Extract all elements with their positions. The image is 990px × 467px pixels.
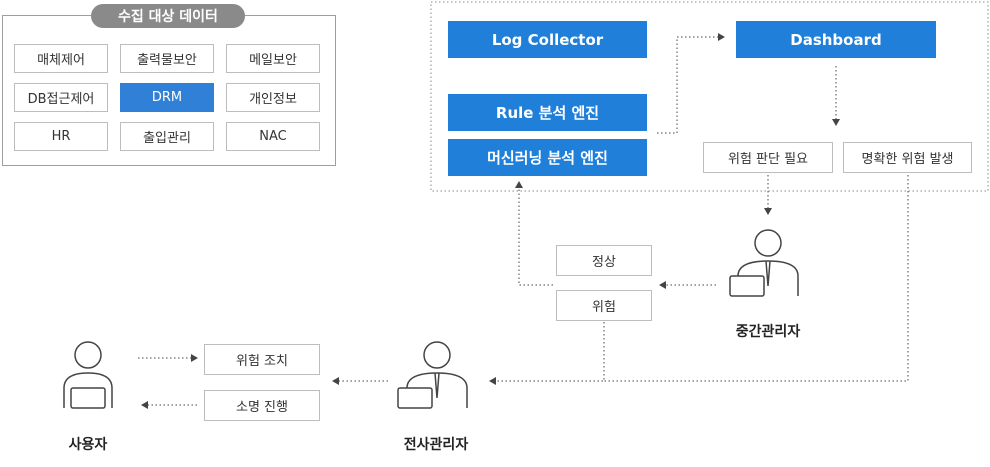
collect-item: 출력물보안 <box>120 44 214 73</box>
explain-box: 소명 진행 <box>204 390 320 421</box>
arrow-engine-dashboard <box>657 33 725 134</box>
risk-box: 위험 <box>556 290 652 321</box>
collect-item-selected: DRM <box>120 83 214 112</box>
arrow-clear-company <box>604 175 909 382</box>
collect-item: 매체제어 <box>14 44 108 73</box>
dashboard-box: Dashboard <box>736 21 936 58</box>
collect-item: 출입관리 <box>120 122 214 151</box>
rule-engine-box: Rule 분석 엔진 <box>448 94 647 131</box>
normal-box: 정상 <box>556 245 652 276</box>
ml-engine-box: 머신러닝 분석 엔진 <box>448 139 647 176</box>
collect-item: 메일보안 <box>226 44 320 73</box>
log-collector-box: Log Collector <box>448 21 647 58</box>
collect-item: HR <box>14 122 108 151</box>
middle-manager-label: 중간관리자 <box>735 324 801 340</box>
arrow-normal-ml <box>515 181 553 286</box>
company-manager-label: 전사관리자 <box>403 437 469 453</box>
clear-risk-box: 명확한 위험 발생 <box>843 142 972 173</box>
user-label: 사용자 <box>68 437 108 453</box>
middle-manager-person-icon <box>729 229 799 297</box>
collect-panel-title: 수집 대상 데이터 <box>91 4 245 28</box>
company-manager-person-icon <box>397 341 468 409</box>
risk-action-box: 위험 조치 <box>204 344 320 375</box>
collect-item: NAC <box>226 122 320 151</box>
collect-item: 개인정보 <box>226 83 320 112</box>
collect-item: DB접근제어 <box>14 83 108 112</box>
need-judgement-box: 위험 판단 필요 <box>703 142 833 173</box>
system-frame <box>430 1 989 192</box>
user-person-icon <box>63 341 113 409</box>
arrow-risk-company <box>489 322 605 385</box>
